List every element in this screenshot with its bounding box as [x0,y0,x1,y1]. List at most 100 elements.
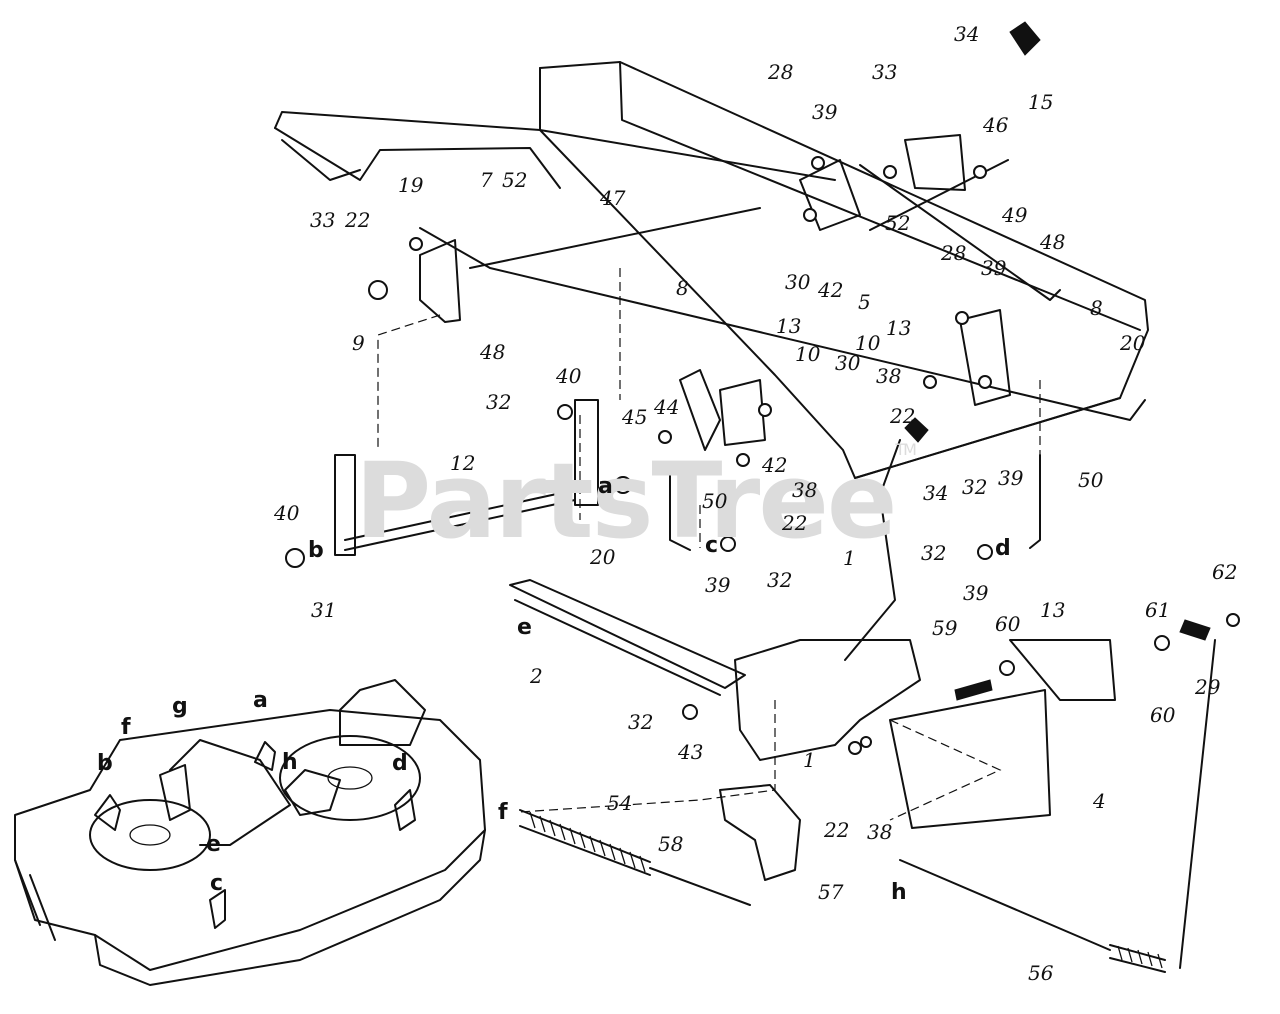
bracket-10 [719,379,766,446]
link-2 [509,579,746,689]
callout: 40 [274,501,300,525]
rod-48-right [859,164,1061,301]
callout: 44 [654,395,680,419]
deck-c-bracket [209,889,226,929]
connector-label: c [210,871,224,896]
knob-34-top [1009,21,1041,56]
deck-a-bracket [254,741,276,771]
rod-47 [469,207,761,269]
callout: 38 [876,364,902,388]
bracket-8-center [679,369,721,451]
connector-label: g [172,694,188,719]
callout: 34 [954,22,980,46]
callout: 15 [1028,90,1054,114]
connector-label: e [206,832,221,857]
rod-29 [1179,639,1216,969]
routing-lines [377,268,1041,821]
rods [344,159,1216,969]
callout: 10 [795,342,821,366]
callout: 39 [998,466,1024,490]
callout: 40 [556,364,582,388]
deck-b-bracket [94,794,121,831]
callout: 31 [311,598,337,622]
callout: 22 [782,511,808,535]
bolt-59 [954,679,993,701]
callout: 61 [1145,598,1171,622]
connector-label: a [598,474,613,499]
callout: 38 [867,820,893,844]
callout: 4 [1093,789,1106,813]
callout: 48 [1040,230,1066,254]
callout: 13 [776,314,802,338]
connector-label: h [282,750,298,775]
callout: 9 [352,331,365,355]
deck-d-bracket [394,789,416,831]
callout: 52 [885,211,911,235]
connector-label: b [97,751,113,776]
rod-56 [899,859,1111,951]
bracket-7 [419,239,461,323]
callout: 45 [622,405,648,429]
callout: 32 [921,541,947,565]
bracket-57 [719,784,801,881]
callout: 2 [530,664,543,688]
callout: 58 [658,832,684,856]
connector-label: b [308,538,324,563]
callout: 32 [628,710,654,734]
connector-label: d [392,751,408,776]
callout: 43 [678,740,704,764]
callout: 59 [932,616,958,640]
callout: 19 [398,173,424,197]
spacer-61 [1179,619,1211,641]
callout: 46 [983,113,1009,137]
connector-label: f [498,800,508,825]
pivot-assembly-1 [734,639,921,761]
callout: 50 [1078,468,1104,492]
connector-label: a [253,688,268,713]
callout: 49 [1002,203,1028,227]
callout: 54 [607,791,633,815]
callout: 8 [676,276,689,300]
plate-4 [889,689,1051,829]
callout: 5 [858,290,871,314]
callout: 42 [762,453,788,477]
callout: 57 [818,880,844,904]
link-40-right [574,399,599,506]
connector-label: e [517,615,532,640]
callout: 39 [981,256,1007,280]
spring-56 [1117,945,1163,969]
bracket-13-right [1009,639,1116,701]
callout: 56 [1028,961,1054,985]
deck-g-bracket [159,764,191,821]
rod-50-right [1029,454,1041,549]
hardware [285,21,1240,755]
callout: 42 [818,278,844,302]
bracket-49 [904,134,966,191]
callout: 22 [890,404,916,428]
knob-34-center [904,417,929,443]
callout: 34 [923,481,949,505]
callout: 22 [824,818,850,842]
mower-deck [14,679,486,986]
callout: 48 [480,340,506,364]
callout: 12 [450,451,476,475]
callout: 39 [705,573,731,597]
callout: 10 [855,331,881,355]
callout: 20 [1120,331,1146,355]
callout: 32 [767,568,793,592]
callout: 33 [872,60,898,84]
callout: 13 [1040,598,1066,622]
brackets [334,134,1116,881]
connector-label: f [121,715,131,740]
callout: 1 [803,748,816,772]
callout: 38 [792,478,818,502]
callout: 62 [1212,560,1238,584]
connector-label: c [705,533,719,558]
connector-label: h [891,880,907,905]
chassis-frame [274,61,1149,479]
callout: 60 [995,612,1021,636]
callout: 29 [1195,675,1221,699]
callout: 47 [600,186,626,210]
callout: 32 [486,390,512,414]
